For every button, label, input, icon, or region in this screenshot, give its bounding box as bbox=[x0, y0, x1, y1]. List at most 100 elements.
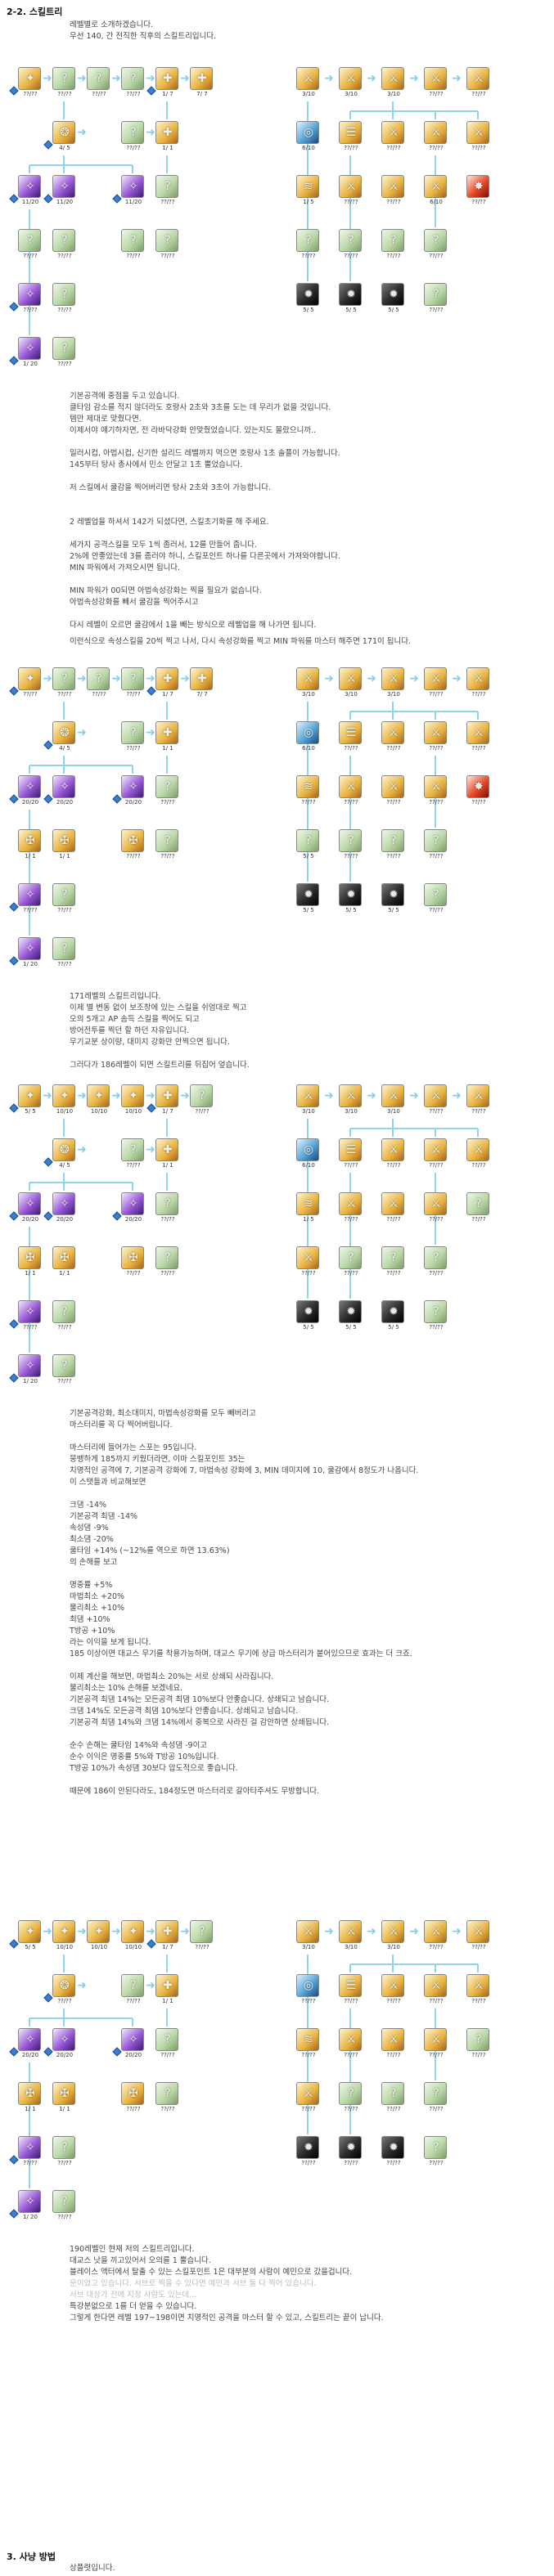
skill-node[interactable]: ✦10/10 bbox=[121, 1084, 146, 1117]
skill-node[interactable]: ???/?? bbox=[52, 1354, 77, 1387]
skill-node[interactable]: ???/?? bbox=[296, 229, 321, 262]
skill-node[interactable]: ???/?? bbox=[121, 229, 146, 262]
skill-node[interactable]: ⚔??/?? bbox=[381, 121, 406, 154]
skill-node[interactable]: ✠1/ 1 bbox=[52, 2082, 77, 2115]
skill-node[interactable]: ⚔??/?? bbox=[466, 667, 491, 700]
skill-node[interactable]: ???/?? bbox=[190, 1084, 214, 1117]
skill-node[interactable]: ⚔3/10 bbox=[339, 667, 363, 700]
skill-node[interactable]: ✠??/?? bbox=[121, 1246, 146, 1279]
skill-node[interactable]: ✠1/ 1 bbox=[18, 1246, 43, 1279]
skill-node[interactable]: ⚔??/?? bbox=[424, 775, 448, 808]
skill-node[interactable]: ✠1/ 1 bbox=[18, 829, 43, 862]
skill-node[interactable]: ✹5/ 5 bbox=[381, 1300, 406, 1333]
skill-node[interactable]: ⚔??/?? bbox=[296, 1246, 321, 1279]
skill-node[interactable]: ???/?? bbox=[155, 775, 180, 808]
skill-node[interactable]: ⚔??/?? bbox=[296, 2082, 321, 2115]
skill-node[interactable]: ✦10/10 bbox=[121, 1920, 146, 1953]
skill-node[interactable]: ???/?? bbox=[52, 883, 77, 916]
skill-node[interactable]: ✧??/?? bbox=[9, 1300, 43, 1333]
skill-node[interactable]: ⚔??/?? bbox=[381, 175, 406, 208]
skill-node[interactable]: ???/?? bbox=[52, 337, 77, 370]
skill-node[interactable]: ❂??/?? bbox=[43, 1974, 77, 2007]
skill-node[interactable]: ✚7/ 7 bbox=[190, 67, 214, 100]
skill-node[interactable]: ⚔3/10 bbox=[296, 1084, 321, 1117]
skill-node[interactable]: ◎6/10 bbox=[296, 121, 321, 154]
skill-node[interactable]: ⚔??/?? bbox=[339, 1192, 363, 1225]
skill-node[interactable]: ✦10/10 bbox=[52, 1084, 77, 1117]
skill-node[interactable]: ✧20/20 bbox=[43, 2028, 77, 2061]
skill-node[interactable]: ✦??/?? bbox=[9, 67, 43, 100]
skill-node[interactable]: ✚1/ 7 bbox=[146, 667, 180, 700]
skill-node[interactable]: ???/?? bbox=[424, 2136, 448, 2169]
skill-node[interactable]: ✧20/20 bbox=[9, 775, 43, 808]
skill-node[interactable]: ???/?? bbox=[121, 121, 146, 154]
skill-node[interactable]: ✠1/ 1 bbox=[18, 2082, 43, 2115]
skill-node[interactable]: ???/?? bbox=[52, 283, 77, 316]
skill-node[interactable]: ✚7/ 7 bbox=[190, 667, 214, 700]
skill-node[interactable]: ???/?? bbox=[339, 229, 363, 262]
skill-node[interactable]: ✧1/ 20 bbox=[9, 2190, 43, 2223]
skill-node[interactable]: ☰??/?? bbox=[339, 1138, 363, 1171]
skill-node[interactable]: ???/?? bbox=[121, 1138, 146, 1171]
skill-node[interactable]: ???/?? bbox=[87, 667, 111, 700]
skill-node[interactable]: ✹5/ 5 bbox=[339, 883, 363, 916]
skill-node[interactable]: ≋1/ 5 bbox=[296, 175, 321, 208]
skill-node[interactable]: ⚔3/10 bbox=[381, 1084, 406, 1117]
skill-node[interactable]: ✧11/20 bbox=[112, 175, 146, 208]
skill-node[interactable]: ???/?? bbox=[155, 2028, 180, 2061]
skill-node[interactable]: ???/?? bbox=[155, 175, 180, 208]
skill-node[interactable]: ✧20/20 bbox=[9, 1192, 43, 1225]
skill-node[interactable]: ✠1/ 1 bbox=[52, 1246, 77, 1279]
skill-node[interactable]: ???/?? bbox=[381, 2082, 406, 2115]
skill-node[interactable]: ✚1/ 7 bbox=[146, 1084, 180, 1117]
skill-node[interactable]: ✧??/?? bbox=[9, 283, 43, 316]
skill-node[interactable]: ⚔3/10 bbox=[296, 667, 321, 700]
skill-node[interactable]: ≋1/ 5 bbox=[296, 1192, 321, 1225]
skill-node[interactable]: ???/?? bbox=[190, 1920, 214, 1953]
skill-node[interactable]: ⚔??/?? bbox=[424, 1920, 448, 1953]
skill-node[interactable]: ⚔??/?? bbox=[466, 1920, 491, 1953]
skill-node[interactable]: ≋??/?? bbox=[296, 2028, 321, 2061]
skill-node[interactable]: ???/?? bbox=[381, 1246, 406, 1279]
skill-node[interactable]: ✠1/ 1 bbox=[52, 829, 77, 862]
skill-node[interactable]: ???/?? bbox=[339, 2082, 363, 2115]
skill-node[interactable]: ???/?? bbox=[424, 229, 448, 262]
skill-node[interactable]: ???/?? bbox=[424, 829, 448, 862]
skill-node[interactable]: ⚔??/?? bbox=[466, 1138, 491, 1171]
skill-node[interactable]: ???/?? bbox=[339, 1246, 363, 1279]
skill-node[interactable]: ???/?? bbox=[424, 2082, 448, 2115]
skill-node[interactable]: ???/?? bbox=[155, 2082, 180, 2115]
skill-node[interactable]: ☰??/?? bbox=[339, 721, 363, 754]
skill-node[interactable]: ⚔3/10 bbox=[381, 667, 406, 700]
skill-node[interactable]: ✹5/ 5 bbox=[296, 283, 321, 316]
skill-node[interactable]: ✸??/?? bbox=[466, 775, 491, 808]
skill-node[interactable]: ✚1/ 1 bbox=[155, 1974, 180, 2007]
skill-node[interactable]: ???/?? bbox=[52, 2190, 77, 2223]
skill-node[interactable]: ⚔3/10 bbox=[381, 67, 406, 100]
skill-node[interactable]: ✧11/20 bbox=[9, 175, 43, 208]
skill-node[interactable]: ⚔??/?? bbox=[424, 121, 448, 154]
skill-node[interactable]: ???/?? bbox=[466, 2028, 491, 2061]
skill-node[interactable]: ???/?? bbox=[381, 229, 406, 262]
skill-node[interactable]: ☰??/?? bbox=[339, 1974, 363, 2007]
skill-node[interactable]: ⚔??/?? bbox=[424, 2028, 448, 2061]
skill-node[interactable]: ???/?? bbox=[52, 67, 77, 100]
skill-node[interactable]: ???/?? bbox=[381, 829, 406, 862]
skill-node[interactable]: ⚔??/?? bbox=[424, 1138, 448, 1171]
skill-node[interactable]: ???/?? bbox=[466, 1192, 491, 1225]
skill-node[interactable]: ❂4/ 5 bbox=[43, 1138, 77, 1171]
skill-node[interactable]: ✹5/ 5 bbox=[339, 1300, 363, 1333]
skill-node[interactable]: ❂4/ 5 bbox=[43, 121, 77, 154]
skill-node[interactable]: ???/?? bbox=[52, 2136, 77, 2169]
skill-node[interactable]: ✸??/?? bbox=[466, 175, 491, 208]
skill-node[interactable]: ???/?? bbox=[52, 229, 77, 262]
skill-node[interactable]: ✧20/20 bbox=[43, 775, 77, 808]
skill-node[interactable]: ⚔??/?? bbox=[381, 1192, 406, 1225]
skill-node[interactable]: ✚1/ 7 bbox=[146, 1920, 180, 1953]
skill-node[interactable]: ✧20/20 bbox=[43, 1192, 77, 1225]
skill-node[interactable]: ⚔??/?? bbox=[466, 67, 491, 100]
skill-node[interactable]: ???/?? bbox=[424, 283, 448, 316]
skill-node[interactable]: ⚔6/10 bbox=[424, 175, 448, 208]
skill-node[interactable]: ⚔??/?? bbox=[424, 667, 448, 700]
skill-node[interactable]: ⚔??/?? bbox=[381, 1138, 406, 1171]
